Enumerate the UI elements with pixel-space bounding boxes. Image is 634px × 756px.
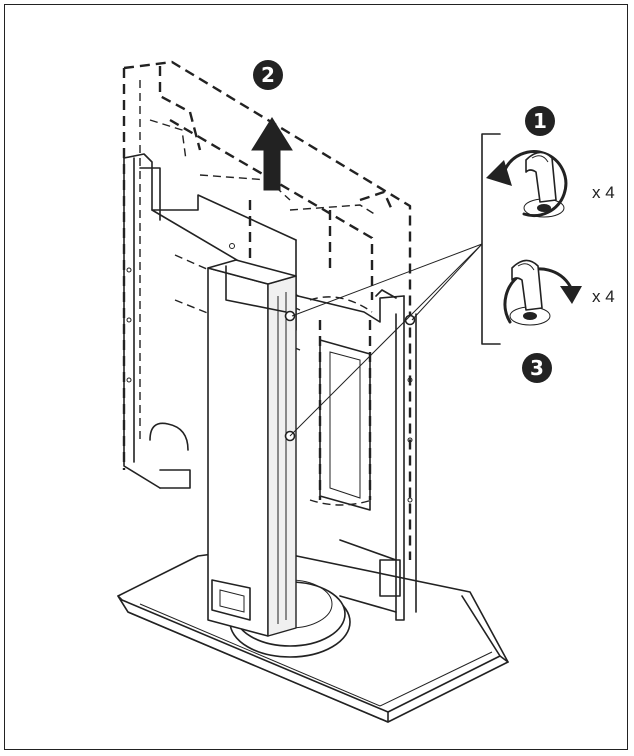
step-3-badge: 3 [522,353,552,383]
up-arrow-icon [251,117,293,191]
clockwise-screw-icon [503,259,582,326]
counterclockwise-screw-icon [486,150,568,218]
stand-base [117,547,509,723]
callout-lines [289,133,501,437]
step-1-badge: 1 [525,106,555,136]
step-2-badge: 2 [253,60,283,90]
stand-column [207,259,416,637]
step-3-number: 3 [530,356,544,380]
mounting-plate [123,153,417,621]
tighten-quantity: x 4 [592,287,615,306]
step-1-number: 1 [533,109,547,133]
loosen-quantity: x 4 [592,183,615,202]
step-2-number: 2 [261,63,275,87]
